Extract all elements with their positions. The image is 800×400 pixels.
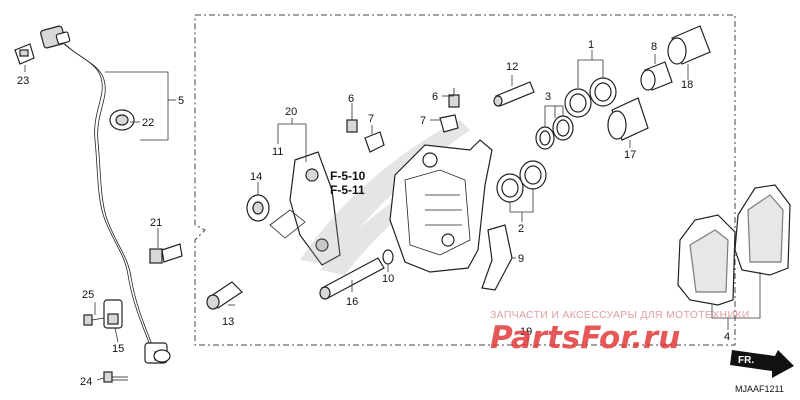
callout-1: 1	[588, 39, 594, 51]
reference-label-f-5-10: F-5-10	[330, 169, 366, 183]
diagram-code: MJAAF1211	[735, 384, 784, 394]
pin-16	[319, 257, 385, 300]
callout-5: 5	[178, 95, 184, 107]
direction-label: FR.	[738, 355, 754, 366]
callout-18: 18	[681, 79, 693, 91]
piston-8	[640, 61, 673, 91]
callout-14: 14	[250, 171, 262, 183]
front-direction-arrow: FR.	[730, 350, 794, 378]
bolt-24	[103, 371, 128, 383]
callout-16: 16	[346, 296, 358, 308]
callout-11: 11	[272, 146, 283, 158]
reference-label-f-5-11: F-5-11	[330, 183, 365, 197]
callout-4: 4	[724, 331, 730, 343]
seal-set-1	[564, 77, 617, 118]
bolt-21	[149, 243, 183, 264]
caliper-body	[389, 139, 493, 273]
brake-pad-outer	[734, 184, 791, 276]
callout-25: 25	[82, 289, 94, 301]
pin-12	[493, 81, 535, 107]
callout-17: 17	[624, 149, 636, 161]
bolt-25	[83, 314, 105, 326]
cap-7-left	[364, 131, 385, 153]
bleeder-screw-6-right	[448, 88, 460, 108]
callout-19: 19	[520, 326, 532, 338]
callout-6-left: 6	[348, 93, 354, 105]
speed-sensor-wire	[14, 25, 171, 364]
callout-3: 3	[545, 91, 551, 103]
pin-13	[206, 281, 243, 310]
callout-20: 20	[285, 106, 297, 118]
callout-22: 22	[142, 117, 154, 129]
leader-lines	[24, 50, 761, 381]
callout-13: 13	[222, 316, 234, 328]
washer-10	[382, 249, 394, 265]
callout-labels: 1 2 3 4 5 6 6 7 7 8 9 10 11 12 13 14 15 …	[17, 39, 730, 388]
seal-set-2	[496, 160, 547, 203]
piston-17	[607, 97, 649, 141]
callout-23: 23	[17, 75, 29, 87]
cap-7-right	[439, 114, 459, 133]
caliper-bracket	[269, 151, 341, 266]
callout-24: 24	[80, 376, 92, 388]
callout-9: 9	[518, 253, 524, 265]
boot-14	[246, 194, 270, 222]
pad-spring-9	[481, 224, 513, 291]
callout-7-right: 7	[420, 115, 426, 127]
brake-pad-inner	[677, 214, 736, 306]
callout-7-left: 7	[368, 113, 374, 125]
callout-2: 2	[518, 223, 524, 235]
seal-set-3	[535, 115, 574, 150]
callout-21: 21	[150, 217, 162, 229]
callout-6-right: 6	[432, 91, 438, 103]
callout-15: 15	[112, 343, 124, 355]
piston-18	[667, 25, 711, 65]
callout-10: 10	[382, 273, 394, 285]
callout-8: 8	[651, 41, 657, 53]
watermark-tagline: ЗАПЧАСТИ И АКСЕССУАРЫ ДЛЯ МОТОТЕХНИКИ	[490, 309, 750, 321]
callout-12: 12	[506, 61, 518, 73]
watermark-brand: PartsFor.ru	[490, 320, 680, 356]
bleeder-screw-6-left	[346, 110, 358, 133]
